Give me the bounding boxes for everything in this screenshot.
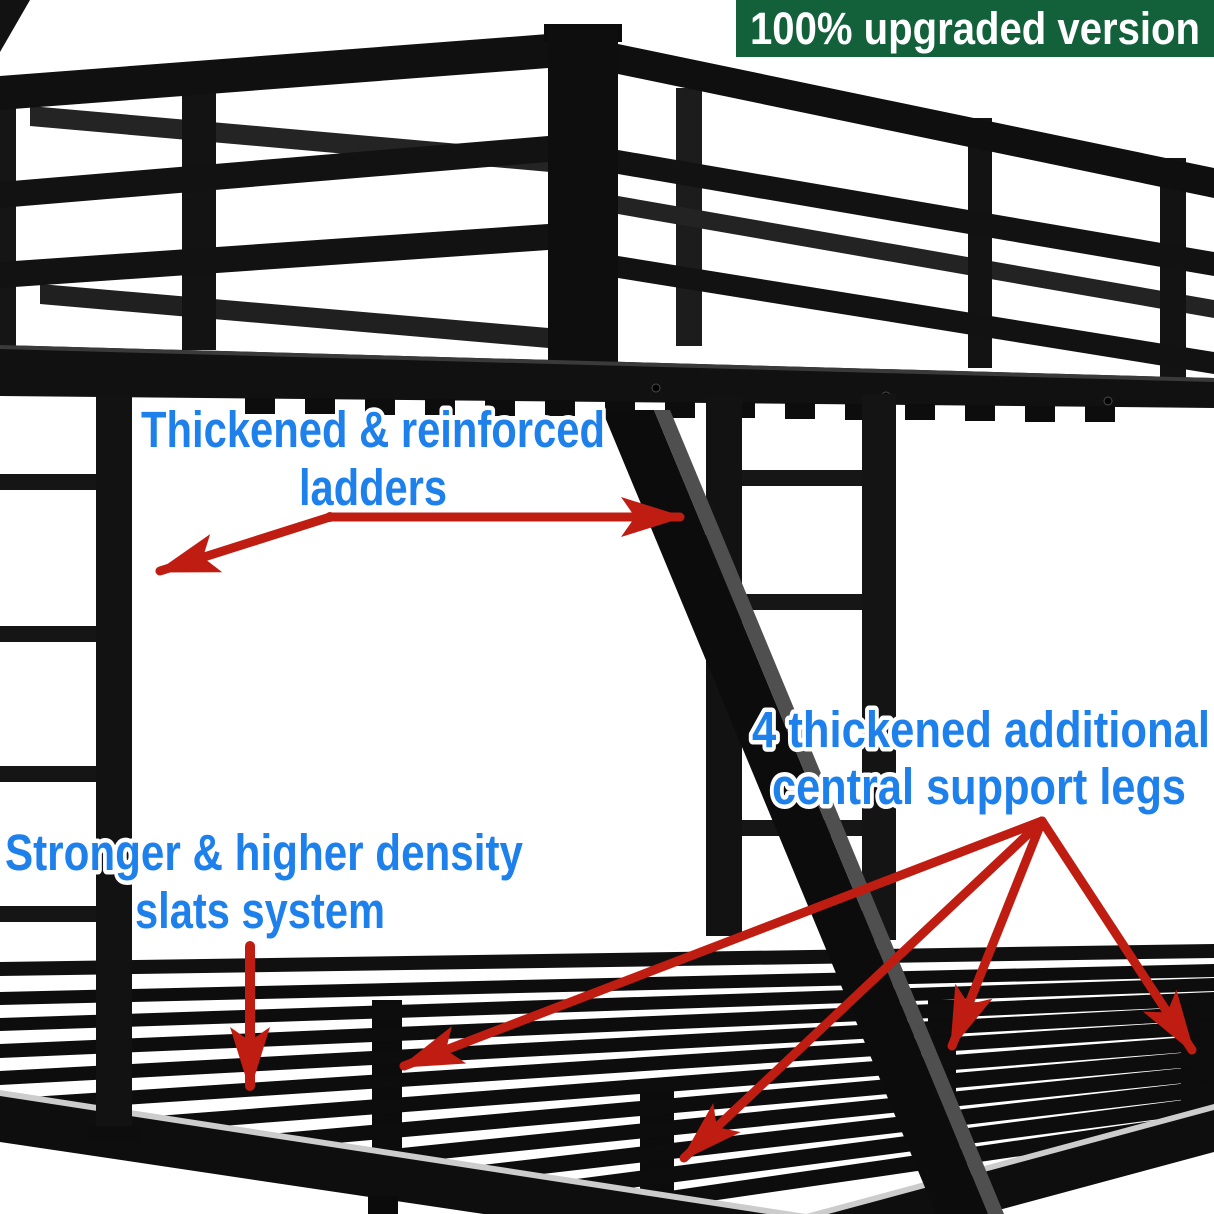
upper-frame-top-highlight bbox=[0, 345, 1214, 382]
guardrail-right-low-rail bbox=[618, 256, 1214, 374]
guardrail-right bbox=[618, 44, 1214, 380]
arrow-support-leg-1 bbox=[399, 816, 1047, 1071]
annotation-ladders-line1: Thickened & reinforced bbox=[141, 401, 605, 458]
inner-rail-back-2 bbox=[40, 284, 618, 354]
upper-bunk bbox=[0, 0, 1214, 422]
annotation-slats-line2: slats system bbox=[135, 882, 385, 939]
arrow-ladders-left bbox=[155, 512, 335, 576]
annotation-ladders-line2: ladders bbox=[299, 459, 447, 516]
callout-arrows bbox=[155, 497, 1197, 1163]
lower-frame-highlight-right bbox=[806, 1104, 1214, 1214]
annotation-support-legs-line2: central support legs bbox=[772, 758, 1186, 815]
guardrail-post-left-edge bbox=[0, 78, 16, 396]
lower-back-rail bbox=[0, 944, 1214, 976]
left-ladder bbox=[0, 396, 140, 1142]
lower-front-frame bbox=[0, 1090, 1214, 1214]
angled-ladder bbox=[602, 410, 1004, 1214]
arrow-joint bbox=[325, 512, 335, 522]
lower-frame-right bbox=[828, 1110, 1214, 1214]
upgrade-badge-label: 100% upgraded version bbox=[750, 3, 1200, 54]
guardrail-left-low-rail bbox=[0, 224, 548, 288]
angled-ladder-highlight bbox=[654, 410, 1004, 1214]
corner-post bbox=[548, 30, 618, 398]
guardrail-left bbox=[0, 34, 548, 396]
upper-frame-bar bbox=[0, 345, 1214, 408]
lower-frame-highlight-left bbox=[0, 1090, 806, 1214]
rear-ladder-post-back bbox=[862, 394, 896, 940]
annotation-slats-line1: Stronger & higher density bbox=[5, 824, 524, 881]
guardrail-right-top-rail bbox=[618, 44, 1214, 198]
arrow-support-leg-2 bbox=[679, 816, 1047, 1163]
inner-rail-right bbox=[618, 196, 1214, 318]
guardrail-post-left-mid bbox=[182, 88, 216, 350]
arrow-support-leg-3 bbox=[947, 816, 1047, 1051]
top-left-rail-end bbox=[0, 0, 30, 52]
guardrail-left-mid-rail bbox=[0, 136, 548, 208]
left-ladder-rungs bbox=[0, 474, 100, 922]
arrow-support-leg-4 bbox=[1037, 816, 1197, 1055]
lower-frame-left bbox=[0, 1096, 767, 1214]
angled-ladder-rail bbox=[602, 410, 988, 1214]
guardrail-right-mid-rail bbox=[618, 150, 1214, 276]
annotation-support-legs-line1: 4 thickened additional bbox=[752, 701, 1210, 758]
annotation-labels: Thickened & reinforced ladders 4 thicken… bbox=[1, 397, 1214, 944]
upgrade-badge-background bbox=[736, 0, 1214, 57]
left-ladder-foot bbox=[88, 1126, 140, 1142]
upgrade-badge: 100% upgraded version bbox=[736, 0, 1214, 57]
left-ladder-post bbox=[96, 396, 132, 1136]
guardrail-left-top-rail bbox=[0, 34, 548, 110]
lower-frame-foot bbox=[368, 1196, 398, 1214]
